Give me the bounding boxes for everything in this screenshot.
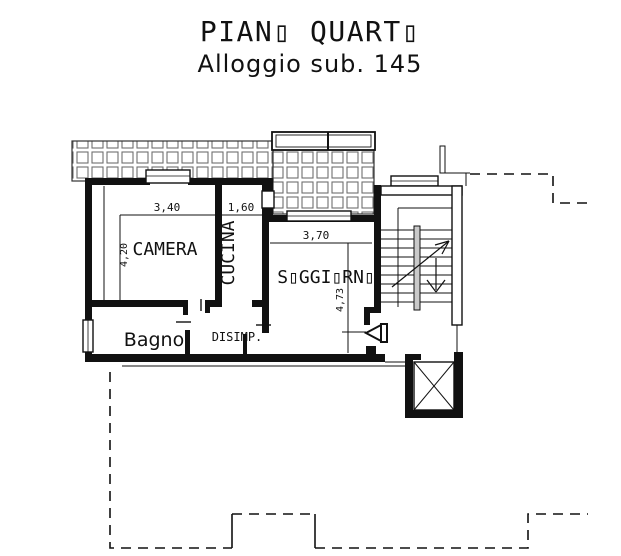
- dimension-lines: [119, 214, 372, 353]
- dimension-camera-height: 4,20: [119, 243, 130, 267]
- planter-box: [271, 131, 376, 151]
- property-boundary-dashed: [109, 173, 588, 549]
- door-ticks: [176, 299, 271, 326]
- entrance-door-symbol: [342, 323, 388, 343]
- stair-top-wall: [380, 185, 463, 196]
- room-label-camera: CAMERA: [132, 239, 197, 260]
- staircase: [380, 185, 463, 326]
- dimension-cucina-width: 1,60: [228, 201, 255, 214]
- stair-arrow-up: [391, 240, 450, 288]
- stair-arrow-down: [426, 258, 446, 293]
- kitchen-window-sill: [261, 190, 275, 209]
- stair-landing-sill: [390, 175, 439, 187]
- terrace-main: [272, 149, 375, 215]
- room-label-disimpegno: DISIMP.: [212, 330, 263, 344]
- soggiorno-window-sill: [286, 210, 352, 222]
- room-label-cucina: CUCINA: [218, 220, 239, 285]
- elevator-shaft: [385, 352, 463, 418]
- plan-title: PIAN▯ QUART▯: [200, 15, 420, 48]
- stair-railing: [413, 225, 421, 311]
- room-label-bagno: Bagno: [124, 329, 184, 351]
- plan-subtitle: Alloggio sub. 145: [198, 50, 423, 78]
- dimension-camera-width: 3,40: [154, 201, 181, 214]
- room-label-soggiorno: S▯GGI▯RN▯: [277, 267, 375, 288]
- terrace: [71, 131, 376, 215]
- windows: [82, 169, 439, 353]
- roof-stub: [439, 145, 446, 174]
- dimension-soggiorno-width: 3,70: [303, 229, 330, 242]
- stair-right-wall: [451, 185, 463, 326]
- bagno-window: [82, 319, 94, 353]
- dimension-soggiorno-height: 4,73: [335, 288, 346, 312]
- camera-window-sill: [145, 169, 191, 184]
- elevator-cross: [413, 361, 455, 411]
